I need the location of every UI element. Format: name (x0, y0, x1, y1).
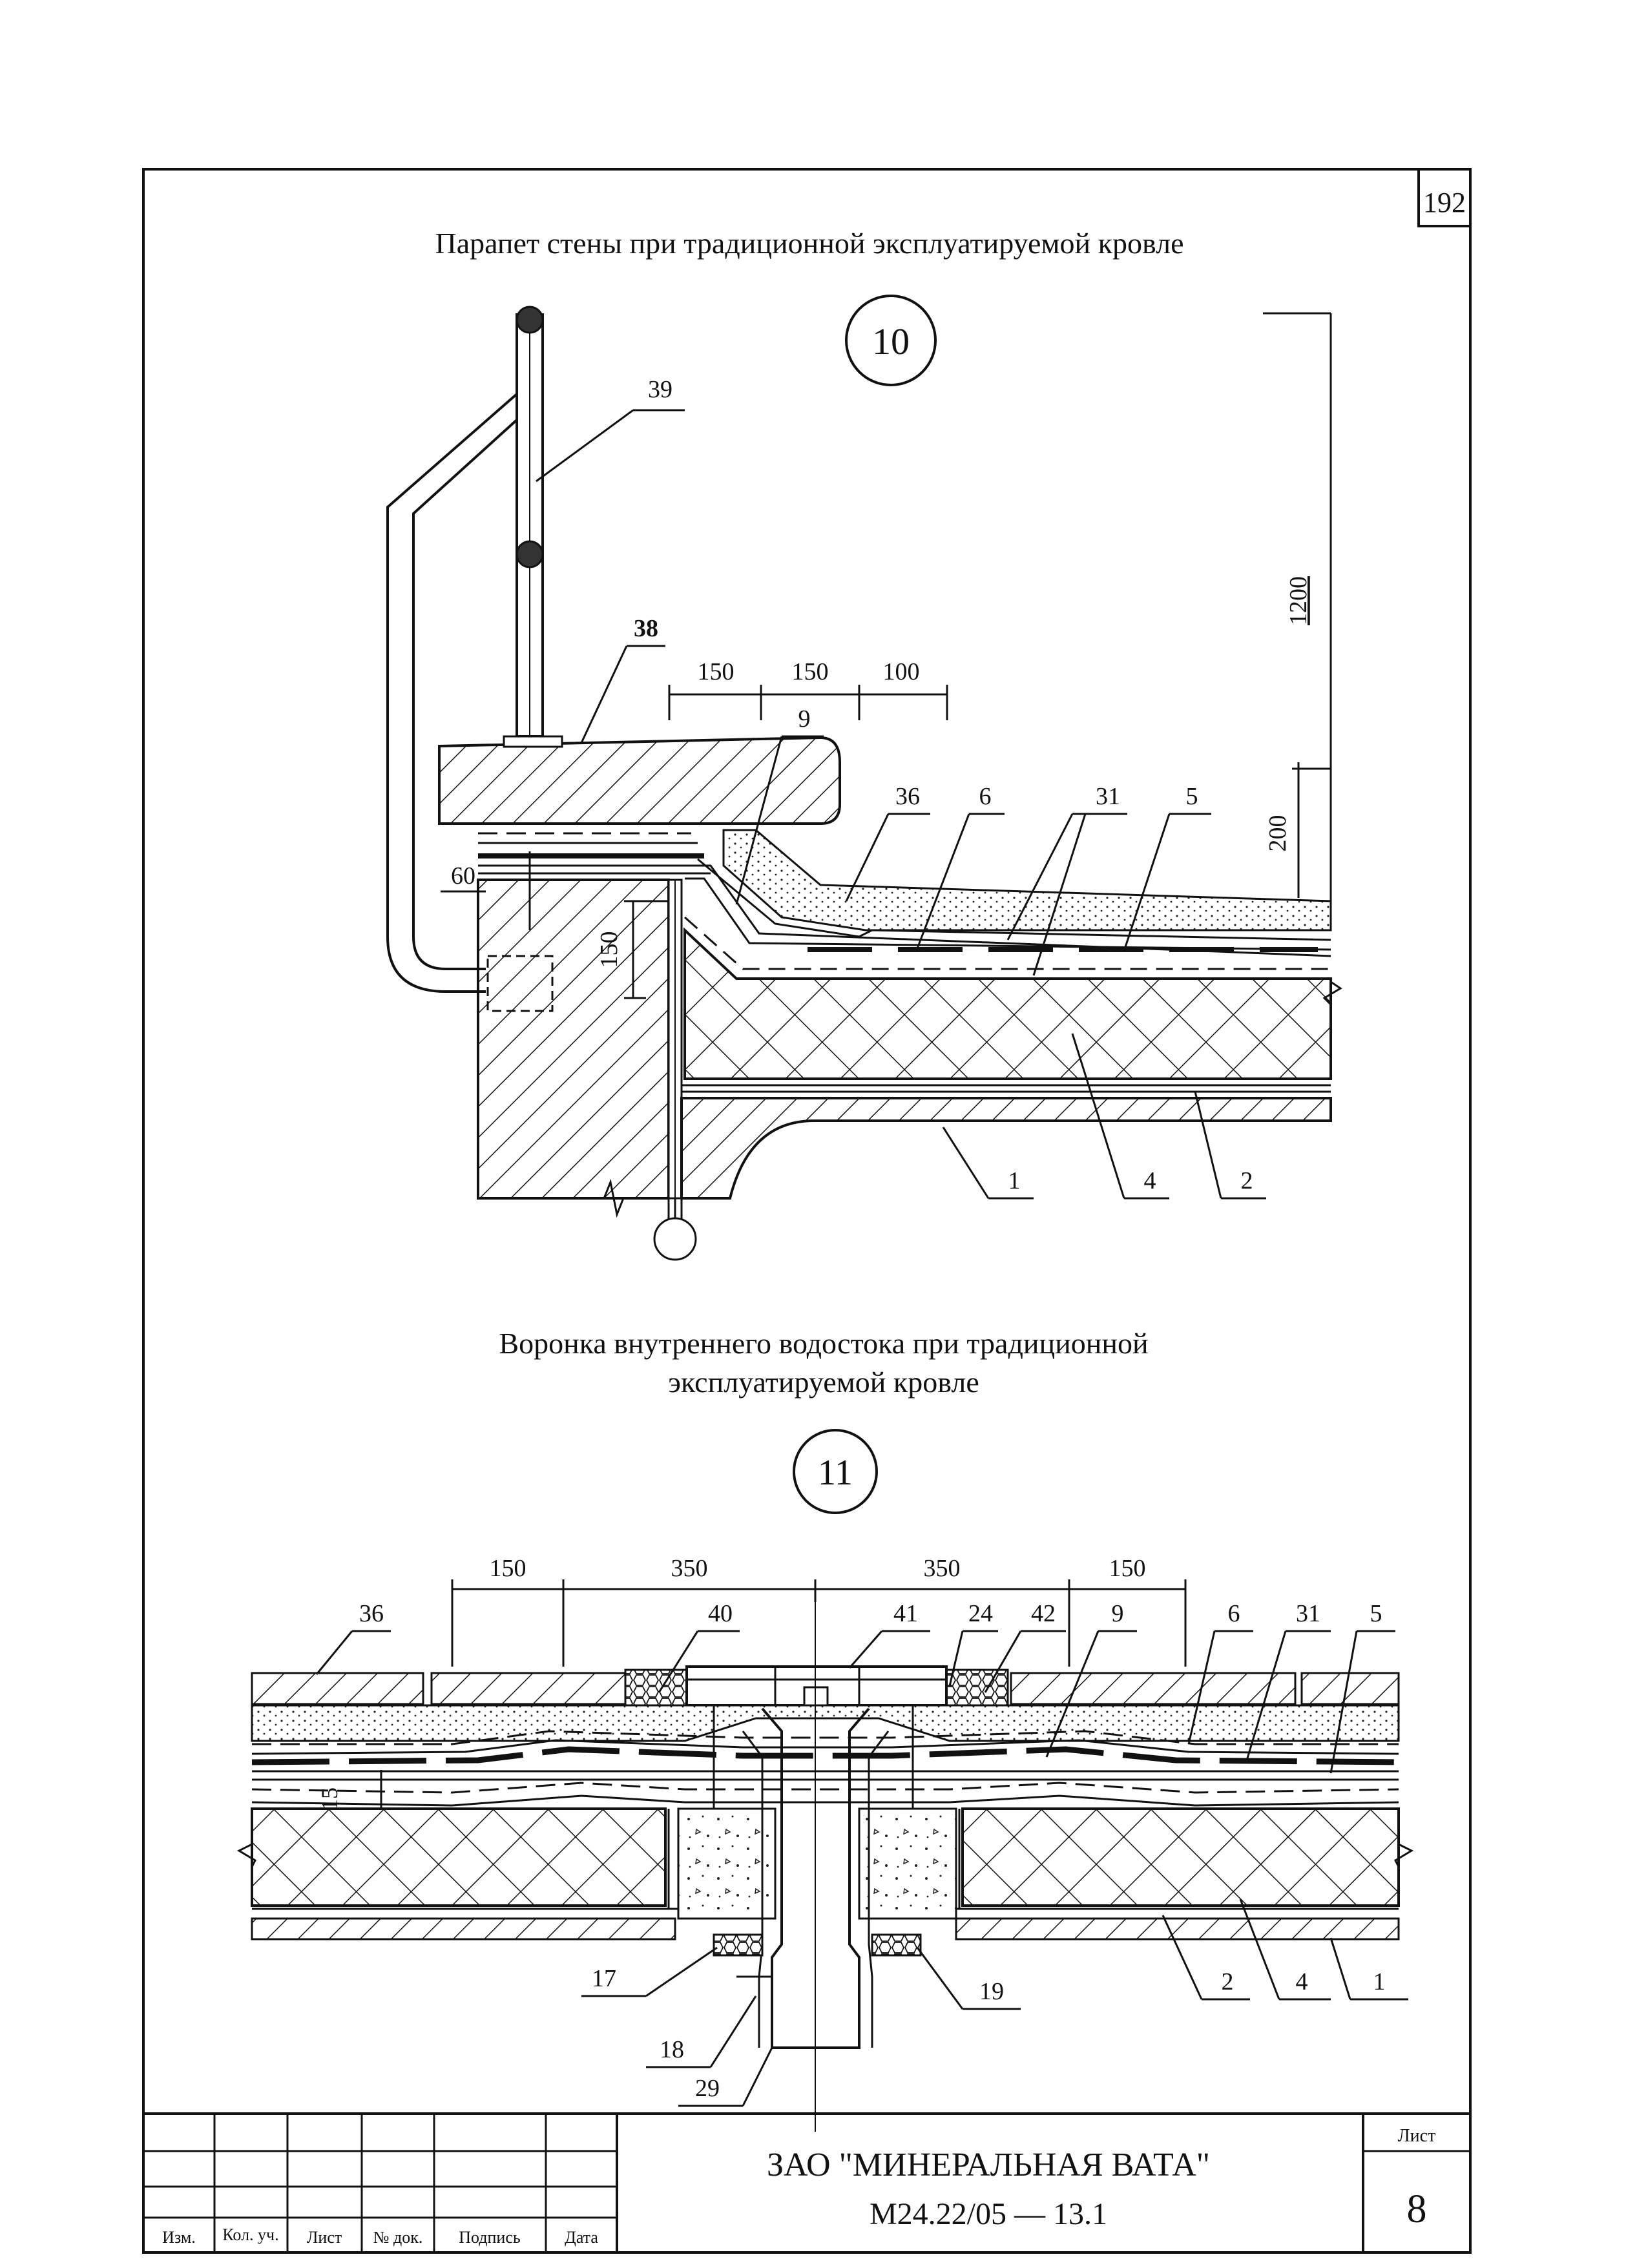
guard-rail (386, 306, 544, 993)
callout-38: 38 (634, 615, 658, 642)
screed-layer (722, 829, 1332, 931)
col-izm: Изм. (162, 2228, 196, 2247)
callout-19: 19 (979, 1978, 1004, 2005)
col-ndok: № док. (373, 2228, 423, 2247)
detail-11-drain: 150 350 350 150 15 36 40 41 24 42 (236, 1555, 1414, 2132)
wall-top-layers (478, 832, 711, 875)
document-code: М24.22/05 — 13.1 (870, 2197, 1107, 2231)
dim-150-a: 150 (698, 658, 735, 685)
callout-39: 39 (648, 376, 672, 403)
dim-150-vertical: 150 (596, 931, 623, 968)
company-name: ЗАО "МИНЕРАЛЬНАЯ ВАТА" (767, 2147, 1210, 2183)
col-data: Дата (565, 2228, 598, 2247)
page-number: 192 (1423, 187, 1466, 218)
callout-18: 18 (660, 2036, 684, 2063)
callout-2: 2 (1241, 1167, 1253, 1194)
callout-4: 4 (1144, 1167, 1156, 1194)
callout-4: 4 (1296, 1968, 1308, 1995)
callout-42: 42 (1031, 1600, 1056, 1627)
title-detail-10: Парапет стены при традиционной эксплуати… (435, 227, 1183, 260)
callout-29: 29 (695, 2075, 720, 2102)
col-list: Лист (307, 2228, 342, 2247)
leaders-detail-10 (536, 409, 1266, 1200)
title-detail-11-line1: Воронка внутреннего водостока при традиц… (499, 1327, 1148, 1360)
sheet-number: 8 (1407, 2187, 1427, 2231)
dimensions-detail-11 (380, 1579, 1187, 1809)
callout-6: 6 (1228, 1600, 1240, 1627)
insulation (683, 927, 1332, 1080)
leaders-detail-11 (315, 1630, 1408, 2107)
dim-350-left: 350 (671, 1555, 708, 1582)
sheet-label: Лист (1398, 2126, 1436, 2146)
callout-9: 9 (798, 705, 811, 733)
callout-40: 40 (708, 1600, 733, 1627)
callout-1: 1 (1373, 1968, 1386, 1995)
detail-10-parapet: 150 150 100 60 150 1200 200 39 38 9 36 6… (386, 306, 1342, 1261)
title-detail-11-line2: эксплуатируемой кровле (668, 1366, 979, 1399)
membrane-layers (251, 1730, 1399, 1807)
svg-text:11: 11 (818, 1453, 853, 1493)
svg-text:10: 10 (872, 320, 910, 362)
pipe-symbol (653, 1217, 697, 1261)
sheet-frame: 192 (142, 168, 1472, 2254)
col-podpis: Подпись (459, 2228, 521, 2247)
callout-31: 31 (1096, 783, 1120, 810)
detail-marker-10: 10 (845, 295, 937, 386)
parapet-cap (438, 736, 841, 825)
title-block: Изм. Кол. уч. Лист № док. Подпись Дата З… (143, 2112, 1470, 2252)
dim-150-right: 150 (1109, 1555, 1146, 1582)
dim-60: 60 (451, 862, 475, 890)
dim-150-left: 150 (490, 1555, 526, 1582)
callout-1: 1 (1008, 1167, 1021, 1194)
floor-slab (680, 1097, 1332, 1200)
dim-200: 200 (1264, 815, 1291, 852)
callout-17: 17 (592, 1965, 616, 1992)
dim-1200: 1200 (1285, 576, 1312, 625)
callout-5: 5 (1186, 783, 1198, 810)
parapet-wall (477, 879, 670, 1200)
callout-36: 36 (895, 783, 920, 810)
callout-6: 6 (979, 783, 992, 810)
callout-31: 31 (1296, 1600, 1320, 1627)
callout-41: 41 (893, 1600, 918, 1627)
callout-2: 2 (1222, 1968, 1234, 1995)
dim-350-right: 350 (924, 1555, 961, 1582)
dim-100: 100 (883, 658, 920, 685)
callout-9: 9 (1112, 1600, 1124, 1627)
col-kol: Кол. уч. (222, 2225, 278, 2244)
callout-5: 5 (1370, 1600, 1382, 1627)
dim-15: 15 (317, 1787, 342, 1811)
dim-150-b: 150 (792, 658, 829, 685)
callout-24: 24 (968, 1600, 993, 1627)
callout-36: 36 (359, 1600, 384, 1627)
detail-marker-11: 11 (793, 1429, 878, 1514)
dimensions-detail-10 (441, 312, 1332, 999)
